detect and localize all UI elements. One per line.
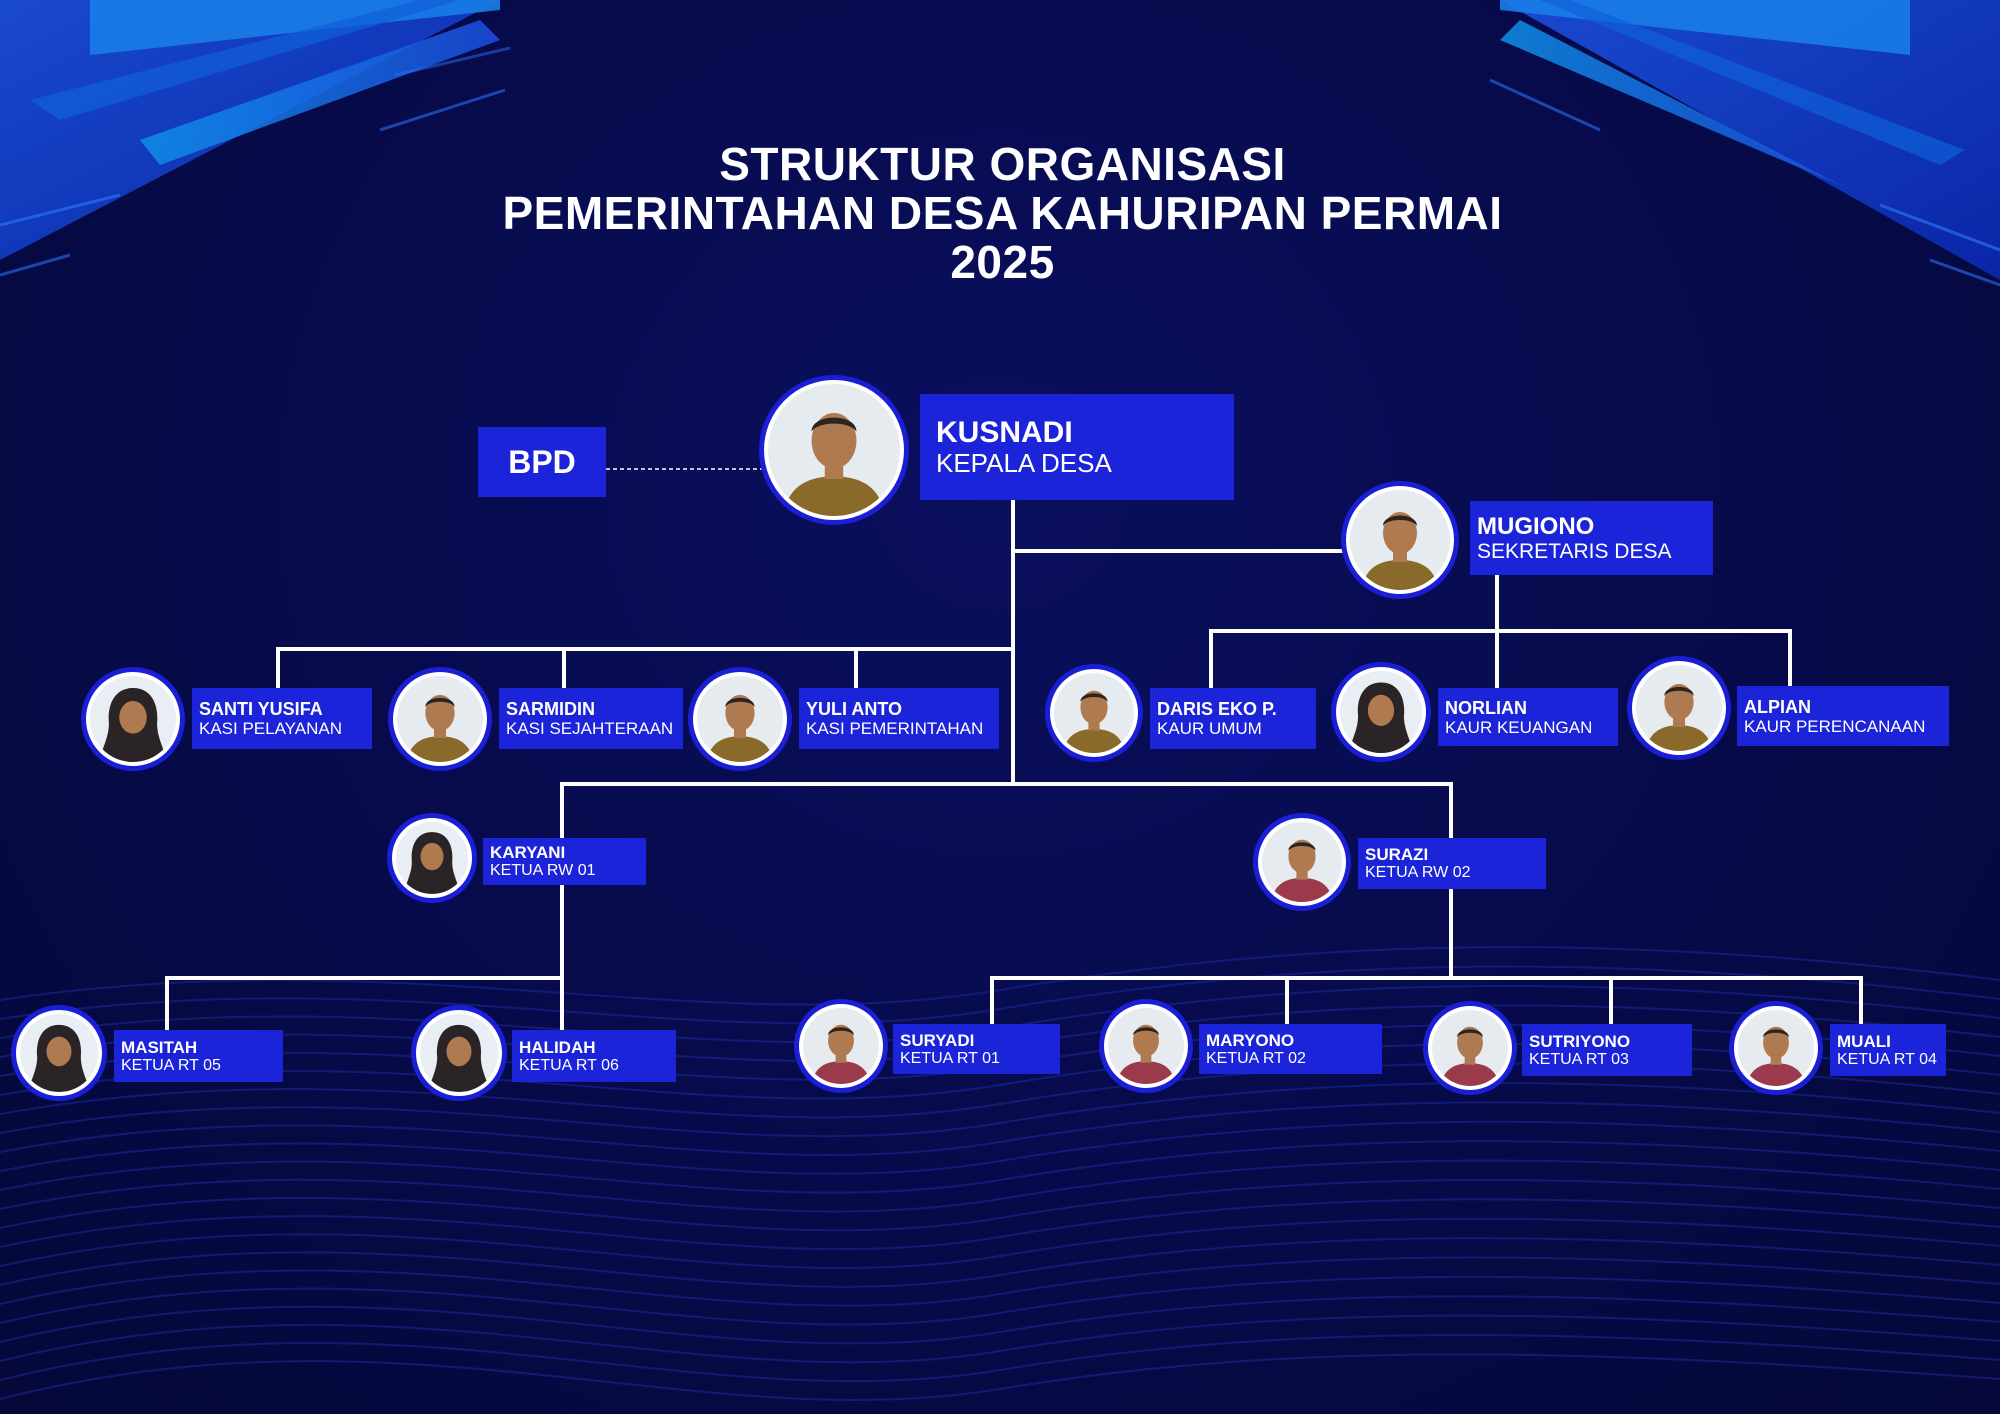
male-plaid-avatar — [1258, 818, 1346, 906]
male-plaid-avatar — [1428, 1006, 1512, 1090]
male-official-avatar — [1346, 486, 1454, 594]
person-role: SEKRETARIS DESA — [1477, 540, 1672, 563]
person-role: KETUA RT 01 — [900, 1050, 1000, 1067]
name-plate: DARIS EKO P.KAUR UMUM — [1150, 688, 1316, 749]
person-name: MARYONO — [1206, 1031, 1295, 1050]
person-name: KUSNADI — [936, 416, 1073, 449]
male-official-avatar — [764, 380, 904, 520]
male-official-avatar — [1050, 669, 1138, 757]
person-name: SANTI YUSIFA — [199, 699, 323, 719]
person-name: DARIS EKO P. — [1157, 699, 1277, 719]
person-role: KASI SEJAHTERAAN — [506, 719, 674, 738]
person-name: SARMIDIN — [506, 699, 595, 719]
person-role: KETUA RT 05 — [121, 1057, 221, 1074]
person-name: NORLIAN — [1445, 698, 1527, 718]
person-role: KETUA RW 02 — [1365, 864, 1471, 881]
person-role: KAUR KEUANGAN — [1445, 718, 1593, 737]
person-role: KASI PEMERINTAHAN — [806, 719, 984, 738]
female-hijab-avatar — [1336, 667, 1426, 757]
female-hijab-avatar — [416, 1010, 502, 1096]
person-name: HALIDAH — [519, 1038, 596, 1057]
female-hijab-avatar — [86, 672, 180, 766]
person-role: KETUA RW 01 — [490, 862, 596, 879]
title-line-2: PEMERINTAHAN DESA KAHURIPAN PERMAI — [502, 187, 1503, 239]
person-name: SUTRIYONO — [1529, 1032, 1631, 1051]
person-name: MUGIONO — [1477, 513, 1595, 540]
female-hijab-avatar — [16, 1010, 102, 1096]
person-name: MASITAH — [121, 1038, 198, 1057]
person-role: KASI PELAYANAN — [199, 719, 342, 738]
person-name: KARYANI — [490, 843, 566, 862]
title-line-3: 2025 — [950, 236, 1055, 288]
chart-title: STRUKTUR ORGANISASI PEMERINTAHAN DESA KA… — [300, 140, 1705, 287]
person-name: ALPIAN — [1744, 697, 1811, 717]
person-name: SURAZI — [1365, 845, 1429, 864]
person-role: KETUA RT 06 — [519, 1057, 619, 1074]
female-hijab-avatar — [392, 818, 472, 898]
bpd-box: BPD — [478, 427, 606, 497]
person-name: YULI ANTO — [806, 699, 903, 719]
person-role: KAUR UMUM — [1157, 719, 1262, 738]
male-official-avatar — [1632, 661, 1726, 755]
person-name: SURYADI — [900, 1031, 975, 1050]
person-role: KEPALA DESA — [936, 448, 1112, 478]
male-plaid-avatar — [1104, 1004, 1188, 1088]
person-role: KAUR PERENCANAAN — [1744, 717, 1926, 736]
person-name: MUALI — [1837, 1032, 1891, 1051]
male-official-avatar — [393, 672, 487, 766]
male-plaid-avatar — [799, 1004, 883, 1088]
male-plaid-avatar — [1734, 1006, 1818, 1090]
person-role: KETUA RT 04 — [1837, 1051, 1937, 1068]
male-official-avatar — [693, 672, 787, 766]
person-role: KETUA RT 02 — [1206, 1050, 1306, 1067]
person-role: KETUA RT 03 — [1529, 1051, 1629, 1068]
title-line-1: STRUKTUR ORGANISASI — [719, 138, 1286, 190]
